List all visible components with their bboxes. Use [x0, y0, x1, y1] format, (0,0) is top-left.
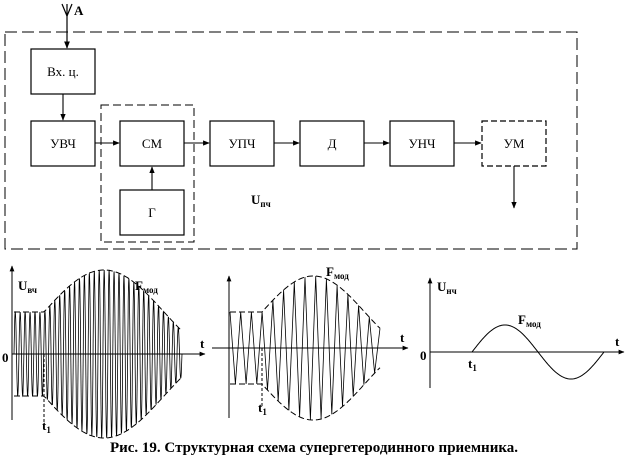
block-input-label: Вх. ц.	[47, 64, 79, 79]
block-power-amp: УМ	[481, 120, 547, 167]
block-mixer: СМ	[119, 120, 185, 167]
if-voltage-label: Uпч	[251, 192, 271, 209]
graph-if-t1: t1	[258, 400, 267, 417]
graph-af-t1: t1	[468, 356, 477, 373]
block-af-amp: УНЧ	[389, 120, 455, 167]
graph-rf-fmod: Fмод	[135, 278, 158, 295]
graph-af-fmod: Fмод	[518, 312, 541, 329]
graph-af-waveform	[471, 324, 605, 380]
block-oscillator-label: Г	[148, 205, 156, 220]
graph-if-envelope-lower	[230, 367, 381, 421]
block-if-amp: УПЧ	[209, 120, 275, 167]
block-power-amp-label: УМ	[504, 136, 525, 151]
figure-caption: Рис. 19. Структурная схема супергетероди…	[110, 440, 518, 456]
graph-rf: Uвч 0 t t1 Fмод	[2, 265, 206, 439]
graph-if-fmod: Fмод	[326, 264, 349, 281]
graph-if: t t1 Fмод	[212, 264, 409, 421]
block-detector-label: Д	[328, 136, 337, 151]
antenna-label: A	[74, 3, 84, 18]
antenna-icon	[61, 3, 73, 49]
block-rf-amp-label: УВЧ	[50, 136, 76, 151]
block-input: Вх. ц.	[30, 48, 96, 95]
block-mixer-label: СМ	[142, 136, 163, 151]
signal-arrows	[60, 94, 517, 209]
graph-if-axis-label: t	[400, 330, 405, 345]
graph-if-waveform	[229, 276, 381, 420]
block-af-amp-label: УНЧ	[408, 136, 436, 151]
receiver-outline	[4, 31, 578, 250]
block-if-amp-label: УПЧ	[228, 136, 256, 151]
block-detector: Д	[299, 120, 365, 167]
block-oscillator: Г	[119, 189, 185, 236]
graph-rf-t1: t1	[42, 418, 51, 435]
graph-rf-envelope-lower	[14, 376, 183, 439]
mixer-group-outline	[100, 104, 195, 243]
block-rf-amp: УВЧ	[30, 120, 96, 167]
graph-af-origin: 0	[420, 348, 427, 363]
graph-if-envelope-upper	[230, 275, 381, 329]
graph-rf-origin: 0	[2, 350, 9, 365]
graph-af-axis-label: t	[615, 334, 620, 349]
graph-rf-waveform	[13, 269, 183, 438]
graph-rf-envelope-upper	[14, 269, 183, 332]
graph-rf-axis-label: t	[200, 336, 205, 351]
graph-af-ylabel: Uнч	[437, 279, 457, 296]
graph-af: Uнч 0 t t1 Fмод	[420, 277, 625, 388]
graph-rf-ylabel: Uвч	[18, 278, 37, 295]
